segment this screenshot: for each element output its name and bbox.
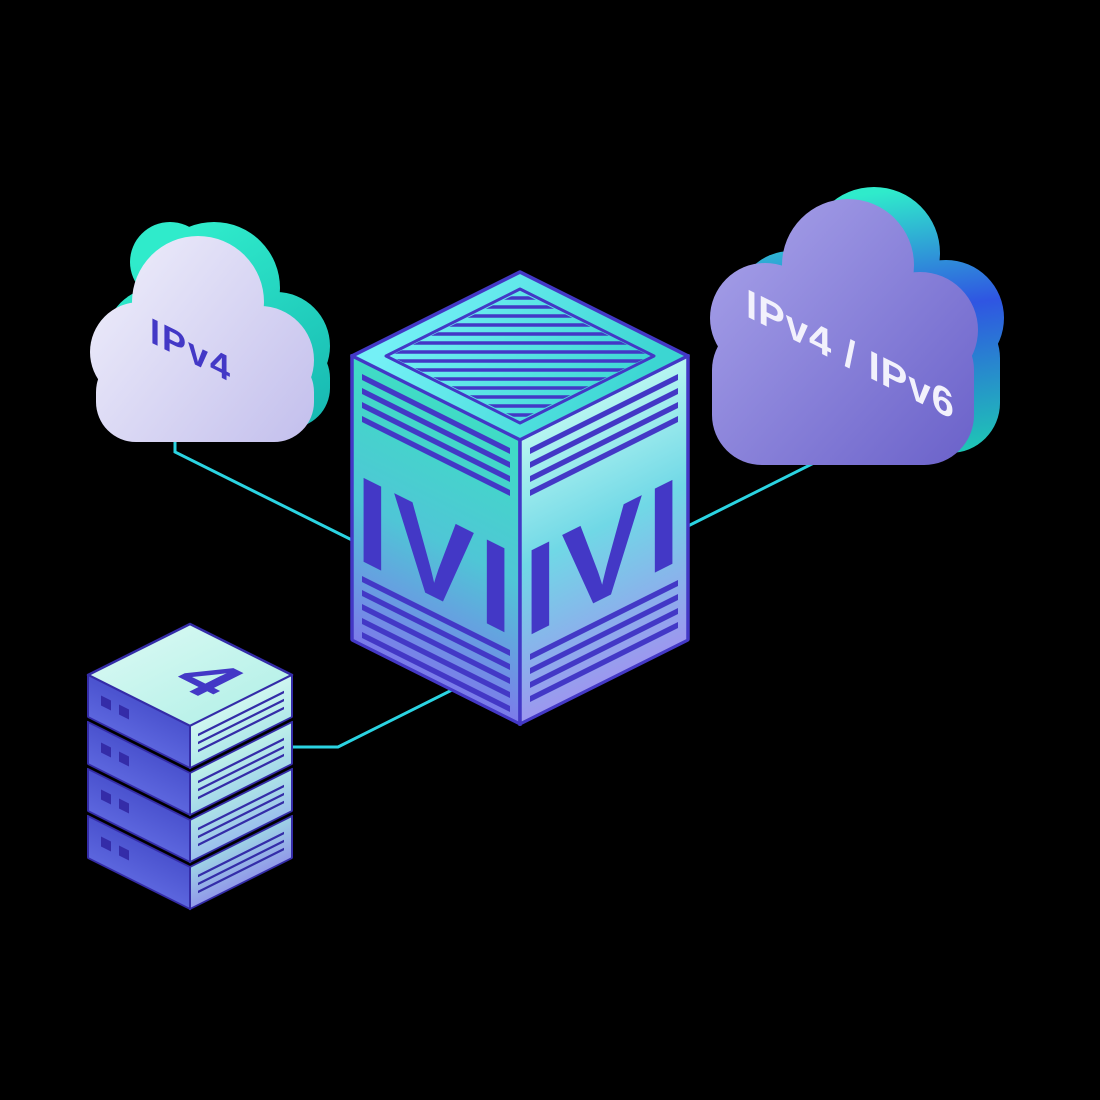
cube-left-face: IVI <box>350 354 522 726</box>
server-unit <box>87 673 293 770</box>
cube-right-face-stripes <box>530 374 678 703</box>
server-stack: 4 <box>86 622 294 911</box>
cube-right-face: IVI <box>518 354 690 726</box>
server-slot-lines <box>198 831 284 894</box>
translator-cube: IVI IVI <box>350 270 690 726</box>
server-slot-lines <box>198 784 284 847</box>
dualstack-cloud-body <box>710 199 978 465</box>
cube-left-face-stripes <box>362 373 510 712</box>
dualstack-cloud: IPv4 / IPv6 <box>710 187 1004 465</box>
ipv4-cloud: IPv4 <box>90 222 330 442</box>
cube-top-inner-panel <box>384 287 656 425</box>
server-slot-lines <box>198 690 284 753</box>
server-slot-lines <box>198 737 284 800</box>
server-unit <box>87 720 293 817</box>
server-unit <box>87 767 293 864</box>
server-unit <box>87 814 293 911</box>
line-server-stack-to-translator <box>286 674 481 749</box>
ipv4-cloud-body <box>90 236 314 442</box>
